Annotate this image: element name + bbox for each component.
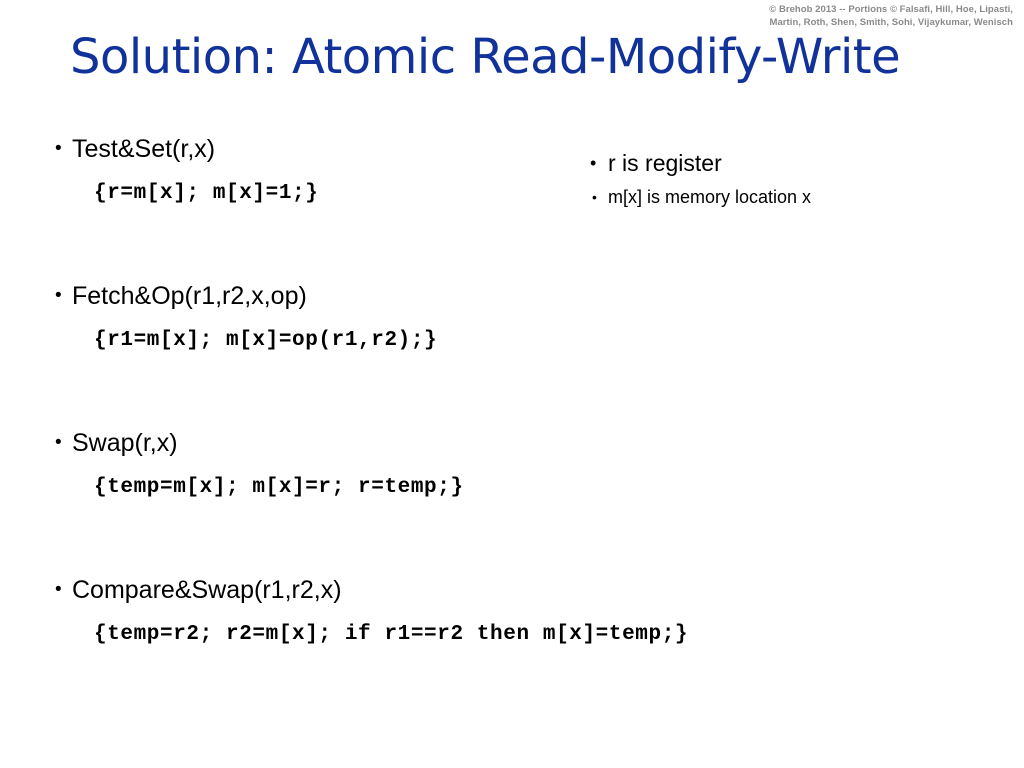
copyright-line-2: Martin, Roth, Shen, Smith, Sohi, Vijayku… bbox=[769, 16, 1013, 28]
operation-signature: Fetch&Op(r1,r2,x,op) bbox=[72, 282, 307, 310]
bullet-dot-icon: • bbox=[55, 285, 62, 306]
operation-test-and-set: • Test&Set(r,x) {r=m[x]; m[x]=1;} bbox=[50, 133, 580, 207]
operation-fetch-and-op: • Fetch&Op(r1,r2,x,op) {r1=m[x]; m[x]=op… bbox=[50, 280, 580, 354]
slide-title: Solution: Atomic Read-Modify-Write bbox=[70, 29, 901, 85]
bullet-item: • Fetch&Op(r1,r2,x,op) bbox=[50, 280, 580, 312]
operation-code: {temp=r2; r2=m[x]; if r1==r2 then m[x]=t… bbox=[94, 623, 689, 646]
bullet-dot-icon: • bbox=[590, 153, 597, 173]
bullet-item: • Swap(r,x) bbox=[50, 427, 580, 459]
bullet-dot-icon: • bbox=[55, 432, 62, 453]
bullet-item: • Compare&Swap(r1,r2,x) bbox=[50, 574, 580, 606]
operation-code: {temp=m[x]; m[x]=r; r=temp;} bbox=[94, 476, 464, 499]
note-text: r is register bbox=[608, 150, 722, 176]
operations-list: • Test&Set(r,x) {r=m[x]; m[x]=1;} • Fetc… bbox=[50, 133, 689, 648]
notation-notes: • r is register • m[x] is memory locatio… bbox=[585, 148, 1005, 209]
bullet-dot-icon: • bbox=[55, 138, 62, 159]
operation-compare-and-swap: • Compare&Swap(r1,r2,x) {temp=r2; r2=m[x… bbox=[50, 574, 689, 648]
copyright-notice: © Brehob 2013 -- Portions © Falsafi, Hil… bbox=[683, 4, 1013, 29]
operation-signature: Swap(r,x) bbox=[72, 429, 178, 457]
operation-swap: • Swap(r,x) {temp=m[x]; m[x]=r; r=temp;} bbox=[50, 427, 580, 501]
bullet-dot-icon: • bbox=[55, 579, 62, 600]
operation-signature: Test&Set(r,x) bbox=[72, 135, 216, 163]
bullet-dot-icon: • bbox=[592, 189, 597, 205]
bullet-item: • Test&Set(r,x) bbox=[50, 133, 580, 165]
copyright-line-1: © Brehob 2013 -- Portions © Falsafi, Hil… bbox=[769, 4, 1013, 15]
operation-signature: Compare&Swap(r1,r2,x) bbox=[72, 576, 342, 604]
note-memory-location: • m[x] is memory location x bbox=[585, 185, 1005, 209]
note-register: • r is register bbox=[585, 148, 1005, 178]
note-text: m[x] is memory location x bbox=[608, 187, 812, 207]
operation-code: {r1=m[x]; m[x]=op(r1,r2);} bbox=[94, 329, 438, 352]
operation-code: {r=m[x]; m[x]=1;} bbox=[94, 182, 319, 205]
